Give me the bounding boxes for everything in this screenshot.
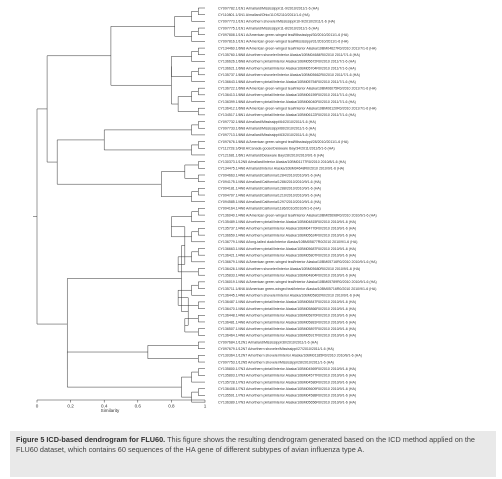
leaf-label: CY134460.1/6N8 A/American green-winged t… bbox=[218, 46, 376, 50]
leaf-label: CY130373.1/12N5 A/mallard/Interior Alask… bbox=[218, 160, 346, 164]
leaf-label: CY135737.1/6N8 A/northern shoveler/Inter… bbox=[218, 73, 360, 77]
dendrogram-branches bbox=[33, 7, 205, 403]
leaf-label: CY097816.1/1N1 A/American green-winged t… bbox=[218, 40, 348, 44]
axis-tick-label: 0.6 bbox=[135, 404, 142, 409]
leaf-label-column: CY097782.1/1N1 A/mallard/Mississippi/11-… bbox=[218, 6, 377, 404]
leaf-label: CY135728.1/7N3 A/northern pintail/Interi… bbox=[218, 380, 356, 384]
similarity-axis: 0 0.2 0.4 0.6 0.8 1 Similarity bbox=[36, 399, 207, 413]
leaf-label: CY097684.1/12N1 A/mallard/Mississippi/30… bbox=[218, 340, 318, 344]
axis-tick-label: 0 bbox=[36, 404, 39, 409]
leaf-label: CY136779.1/4N6 A/long-tailed duck/Interi… bbox=[218, 240, 357, 244]
leaf-label: CY094175.1/4N6 A/mallard/California/1286… bbox=[218, 180, 321, 184]
leaf-label: CY136408.1/7N3 A/northern pintail/Interi… bbox=[218, 387, 356, 391]
axis-tick-label: 0.2 bbox=[67, 404, 74, 409]
leaf-label: CY097782.1/1N1 A/mallard/Mississippi/11-… bbox=[218, 6, 319, 10]
leaf-label: CY135833.1/4N6 A/northern pintail/Interi… bbox=[218, 274, 356, 278]
caption-body: This figure shows the resulting dendrogr… bbox=[16, 435, 475, 454]
leaf-label: CY097773.1/1N1 A/northern shoveler/Missi… bbox=[218, 20, 335, 24]
leaf-label: CY136722.1/6N8 A/American green-winged t… bbox=[218, 86, 376, 90]
leaf-label: CY136426.1/4N6 A/northern shoveler/Inter… bbox=[218, 267, 360, 271]
leaf-label: CY097732.1/6N8 A/mallard/Mississippi/64/… bbox=[218, 120, 316, 124]
leaf-label: CY136470.1/4N6 A/northern pintail/Interi… bbox=[218, 307, 356, 311]
leaf-label: CY136421.1/4N6 A/northern pintail/Interi… bbox=[218, 253, 356, 257]
leaf-label: CY121681.1/6N1 A/mallard/Delaware Bay/28… bbox=[218, 153, 324, 157]
leaf-label: CY135711.1/4N6 A/American green-winged t… bbox=[218, 287, 376, 291]
axis-tick-label: 0.4 bbox=[101, 404, 108, 409]
leaf-label: CY135800.1/7N3 A/northern pintail/Interi… bbox=[218, 367, 356, 371]
leaf-label: CY134517.1/6N1 A/northern pintail/Interi… bbox=[218, 113, 356, 117]
leaf-label: CY110801.1/1N1 A/mallard/Ohio/11OS2110/2… bbox=[218, 13, 310, 17]
caption-title: Figure 5 ICD-based dendrogram for FLU60. bbox=[16, 435, 166, 444]
axis-tick-label: 1 bbox=[204, 404, 207, 409]
leaf-label: CY136679.1/4N6 A/American green-winged t… bbox=[218, 260, 377, 264]
leaf-label: CY136445.1/4N6 A/northern shoveler/Inter… bbox=[218, 294, 360, 298]
leaf-label: CY136448.1/4N6 A/northern pintail/Interi… bbox=[218, 314, 356, 318]
axis-tick-label: 0.8 bbox=[168, 404, 175, 409]
leaf-label: CY136389.1/7N3 A/northern pintail/Interi… bbox=[218, 400, 356, 404]
leaf-label: CY136019.1/4N6 A/American green-winged t… bbox=[218, 280, 377, 284]
leaf-label: CY136399.1/6N8 A/northern pintail/Interi… bbox=[218, 100, 356, 104]
leaf-label: CY097676.1/6N8 A/American green-winged t… bbox=[218, 140, 348, 144]
leaf-label: CY094181.1/4N6 A/mallard/California/1288… bbox=[218, 187, 321, 191]
leaf-label: CY097733.1/6N8 A/mallard/Mississippi/66/… bbox=[218, 127, 316, 131]
leaf-label: CY097713.1/6N8 A/mallard/Mississippi/63/… bbox=[218, 133, 316, 137]
leaf-label: CY130364.1/12N7 A/northern shoveler/Inte… bbox=[218, 354, 362, 358]
dendrogram-figure: CY097782.1/1N1 A/mallard/Mississippi/11-… bbox=[33, 6, 377, 413]
leaf-label: CY094585.1/4N6 A/mallard/California/1297… bbox=[218, 200, 321, 204]
leaf-label: CY136659.1/4N6 A/northern pintail/Interi… bbox=[218, 233, 356, 237]
leaf-label: CY135803.1/7N3 A/northern pintail/Interi… bbox=[218, 374, 356, 378]
leaf-label: CY097775.1/1N1 A/mallard/Mississippi/11-… bbox=[218, 26, 319, 30]
leaf-label: CY135760.1/6N8 A/northern shoveler/Inter… bbox=[218, 53, 360, 57]
leaf-label: CY097808.1/1N1 A/American green-winged t… bbox=[218, 33, 348, 37]
leaf-label: CY136412.1/6N8 A/American green-winged t… bbox=[218, 107, 376, 111]
leaf-label: CY136507.1/4N6 A/northern pintail/Interi… bbox=[218, 327, 356, 331]
leaf-label: CY136663.1/4N6 A/northern pintail/Interi… bbox=[218, 247, 356, 251]
leaf-label: CY112728.1/6N8 A/Canada goose/Delaware B… bbox=[218, 147, 335, 151]
leaf-label: CY094707.1/4N6 A/mallard/California/1210… bbox=[218, 193, 321, 197]
leaf-label: CY136481.1/4N6 A/northern pintail/Interi… bbox=[218, 320, 356, 324]
leaf-label: CY136643.1/6N8 A/northern pintail/Interi… bbox=[218, 80, 356, 84]
leaf-label: CY134475.1/4N6 A/mallard/Interior Alaska… bbox=[218, 167, 344, 171]
leaf-label: CY136621.1/6N8 A/northern pintail/Interi… bbox=[218, 66, 356, 70]
leaf-label: CY136040.1/4N6 A/American green-winged t… bbox=[218, 213, 377, 217]
leaf-label: CY136413.1/6N8 A/northern pintail/Interi… bbox=[218, 93, 356, 97]
leaf-label: CY135501.1/7N3 A/northern pintail/Interi… bbox=[218, 394, 356, 398]
leaf-label: CY094663.1/4N6 A/mallard/California/1284… bbox=[218, 173, 321, 177]
leaf-label: CY097753.1/12N5 A/northern shoveler/Miss… bbox=[218, 360, 334, 364]
figure-caption: Figure 5 ICD-based dendrogram for FLU60.… bbox=[10, 431, 496, 477]
leaf-label: CY135737.1/4N6 A/northern pintail/Interi… bbox=[218, 227, 356, 231]
leaf-label: CY097679.1/12N7 A/northern shoveler/Miss… bbox=[218, 347, 334, 351]
leaf-label: CY094164.1/4N6 A/mallard/California/1186… bbox=[218, 207, 321, 211]
leaf-label: CY136487.1/4N6 A/northern pintail/Interi… bbox=[218, 300, 356, 304]
leaf-label: CY135489.1/4N6 A/northern pintail/Interi… bbox=[218, 220, 356, 224]
leaf-label: CY136626.1/6N8 A/northern pintail/Interi… bbox=[218, 60, 356, 64]
axis-title: Similarity bbox=[101, 408, 120, 413]
leaf-label: CY136464.1/4N6 A/northern pintail/Interi… bbox=[218, 334, 356, 338]
axis-ticks: 0 0.2 0.4 0.6 0.8 1 bbox=[36, 400, 207, 409]
